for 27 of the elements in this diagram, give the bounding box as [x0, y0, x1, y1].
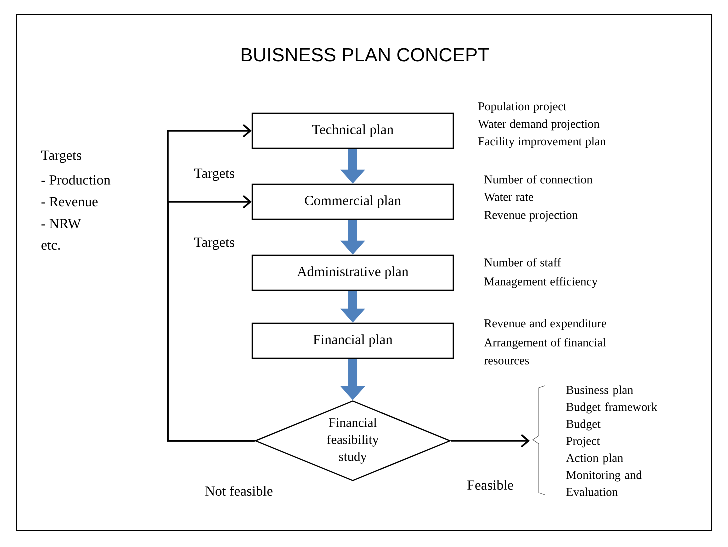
text-label: Not feasible — [206, 486, 273, 496]
title: BUISNESS PLAN CONCEPT — [242, 48, 490, 62]
text-label: Targets — [194, 238, 234, 250]
side-note: Arrangement of financial resources — [484, 338, 606, 365]
side-note: Facility improvement plan — [478, 137, 606, 148]
side-note: Management efficiency — [484, 277, 598, 288]
edge-label: Feasible — [466, 479, 515, 492]
process-box: Financial plan — [252, 322, 454, 360]
text-label: Targets — [194, 168, 234, 182]
text-label: - Revenue — [42, 197, 98, 207]
process-box: Commercial plan — [252, 184, 454, 220]
side-note: Revenue and expenditure — [484, 319, 606, 330]
side-note: Population project — [478, 102, 567, 114]
output-list: Business plan Budget framework Budget Project Action plan Monitoring and Evaluation — [566, 386, 658, 496]
process-box: Administrative plan — [252, 254, 454, 292]
arrow — [451, 434, 530, 448]
text-label: Targets — [41, 150, 82, 164]
arrow — [167, 195, 255, 442]
side-note: Water demand projection — [478, 120, 600, 131]
side-note: Number of staff — [484, 258, 562, 267]
text-label: - Production — [42, 175, 111, 185]
side-note: Number of connection — [484, 175, 593, 184]
side-note: Revenue projection — [484, 211, 578, 222]
process-box: Technical plan — [252, 112, 454, 150]
text-label: etc. — [42, 242, 60, 250]
text-label: - NRW — [42, 219, 82, 229]
side-note: Water rate — [484, 193, 534, 202]
